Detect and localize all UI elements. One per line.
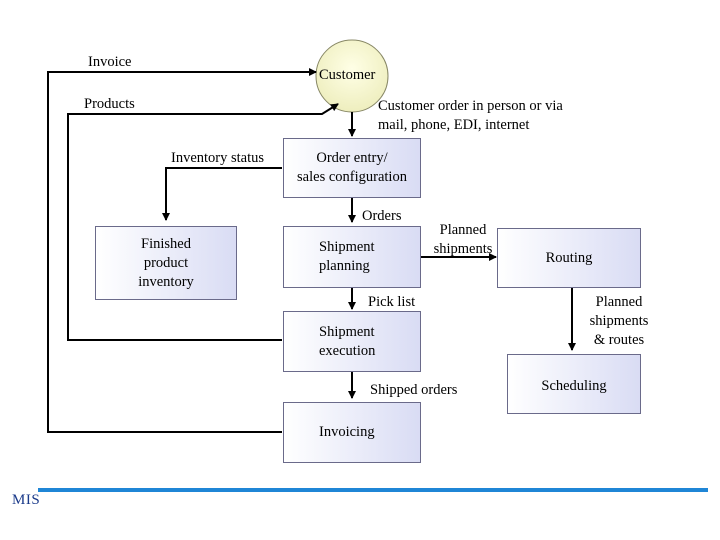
scheduling-label: Scheduling [541,378,607,394]
finished-inventory-box: Finished product inventory [95,226,237,300]
inventory-status-flow-line [162,167,282,221]
planned-routes-flow-label: Planned shipments & routes [589,294,649,348]
planned-shipments-flow-label: Planned shipments [433,222,493,257]
shipment-execution-label: Shipment execution [319,323,376,359]
order-entry-label: Order entry/ sales configuration [297,150,407,185]
inventory-status-flow-label: Inventory status [171,150,265,166]
scheduling-box: Scheduling [507,354,641,414]
order-entry-box: Order entry/ sales configuration [283,138,421,198]
shipment-planning-label: Shipment planning [319,239,375,274]
orders-flow-label: Orders [362,208,402,224]
shipment-planning-box: Shipment planning [283,226,421,288]
customer-node-label: Customer [319,67,376,83]
products-flow-line [67,103,339,341]
footer-divider [38,488,708,492]
invoice-flow-label: Invoice [88,54,132,70]
routing-label: Routing [545,249,593,266]
shipment-execution-box: Shipment execution [283,311,421,372]
pick-list-flow-label: Pick list [368,294,416,310]
invoicing-box: Invoicing [283,402,421,463]
mis-logo: MIS [12,492,41,508]
invoice-flow-line [47,68,317,433]
shipped-orders-flow-label: Shipped orders [370,382,458,398]
invoicing-label: Invoicing [319,424,375,440]
customer-order-flow-label: Customer order in person or via mail, ph… [378,98,563,133]
routing-box: Routing [497,228,641,288]
products-flow-label: Products [84,96,135,112]
finished-inventory-label: Finished product inventory [138,235,194,290]
